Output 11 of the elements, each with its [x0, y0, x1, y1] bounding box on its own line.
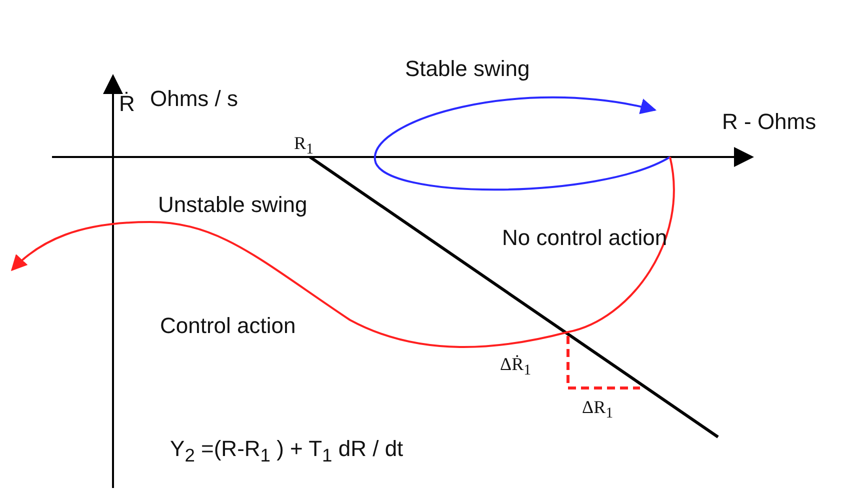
axis-label: Ṙ [119, 92, 135, 116]
region-label: No control action [502, 226, 668, 250]
curve-label: Unstable swing [158, 193, 308, 218]
curve-label: Stable swing [405, 57, 530, 82]
point-label: R$_{1}$ [294, 134, 314, 158]
increment-label: ΔṘ$_{1}$ [500, 355, 532, 380]
region-label: Control action [160, 314, 296, 338]
increment-label: ΔR$_{1}$ [582, 398, 614, 422]
axis-label: R - Ohms [722, 110, 816, 134]
axis-unit-label: Ohms / s [150, 87, 238, 112]
equation: Y$_{2}$ =(R-R$_{1}$ ) + T$_{1}$ dR / dt [170, 437, 404, 466]
